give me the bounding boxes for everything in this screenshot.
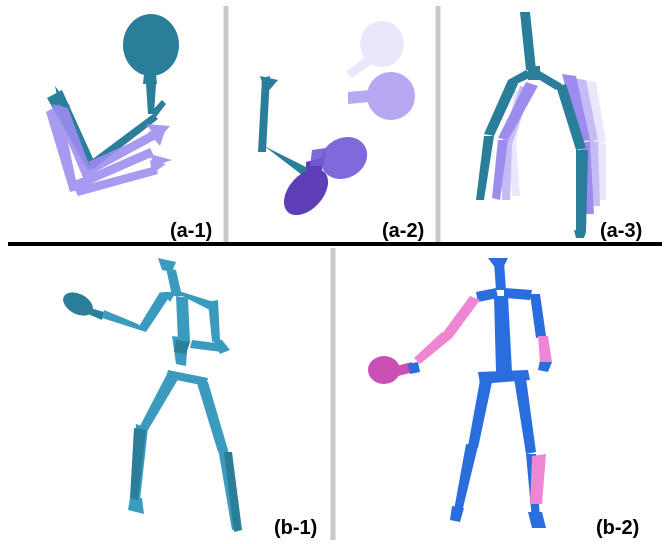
label-a2: (a-2) bbox=[382, 220, 424, 242]
label-b2: (b-2) bbox=[596, 517, 639, 539]
label-b1: (b-1) bbox=[274, 517, 317, 539]
label-a1: (a-1) bbox=[170, 220, 212, 242]
label-a3: (a-3) bbox=[600, 220, 642, 242]
